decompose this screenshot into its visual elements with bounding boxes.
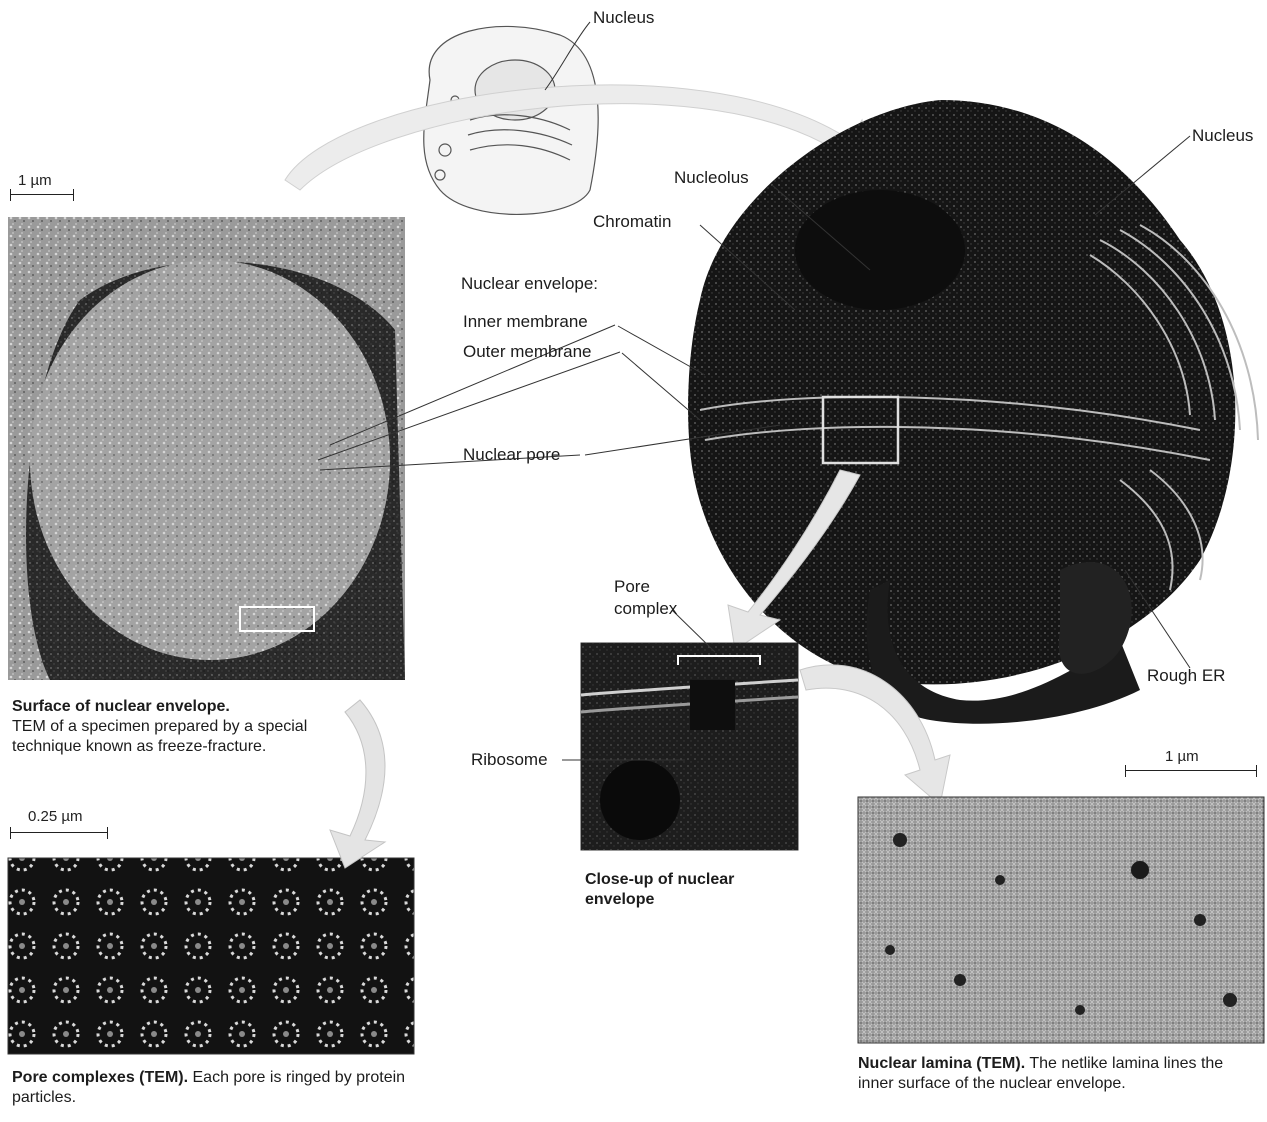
- caption-pores: Pore complexes (TEM). Each pore is ringe…: [12, 1068, 432, 1108]
- scale-bar-surface-label: 1 µm: [18, 172, 52, 189]
- arrow-surface-to-pores: [330, 700, 385, 868]
- micrograph-closeup: [581, 643, 798, 850]
- label-ribosome: Ribosome: [471, 750, 548, 770]
- micrograph-surface: [8, 217, 405, 680]
- label-inner-membrane: Inner membrane: [463, 312, 588, 332]
- nucleus-3d-model: [688, 100, 1258, 724]
- caption-lamina: Nuclear lamina (TEM). The netlike lamina…: [858, 1054, 1263, 1094]
- scale-bar-pores-label: 0.25 µm: [28, 808, 83, 825]
- caption-surface-title: Surface of nuclear envelope.: [12, 698, 230, 715]
- label-nucleolus: Nucleolus: [674, 168, 749, 188]
- caption-closeup-title: Close-up of nuclear envelope: [585, 871, 734, 908]
- arrow-to-lamina: [800, 665, 950, 805]
- label-outer-membrane: Outer membrane: [463, 342, 592, 362]
- label-chromatin: Chromatin: [593, 212, 671, 232]
- label-nuclear-envelope: Nuclear envelope:: [461, 274, 598, 294]
- micrograph-lamina: [858, 797, 1264, 1043]
- label-nucleus-top: Nucleus: [593, 8, 654, 28]
- label-pore-complex-line1: Pore: [614, 576, 677, 598]
- scale-bar-lamina-label: 1 µm: [1165, 748, 1199, 765]
- caption-surface-text: TEM of a specimen prepared by a special …: [12, 718, 307, 755]
- label-nuclear-pore: Nuclear pore: [463, 445, 560, 465]
- caption-pores-title: Pore complexes (TEM).: [12, 1069, 188, 1086]
- caption-surface: Surface of nuclear envelope. TEM of a sp…: [12, 697, 312, 757]
- caption-lamina-title: Nuclear lamina (TEM).: [858, 1055, 1025, 1072]
- label-pore-complex: Pore complex: [614, 576, 677, 620]
- caption-closeup: Close-up of nuclear envelope: [585, 870, 785, 910]
- micrograph-pores: [8, 858, 414, 1054]
- label-nucleus-right: Nucleus: [1192, 126, 1253, 146]
- label-rough-er: Rough ER: [1147, 666, 1225, 686]
- label-pore-complex-line2: complex: [614, 598, 677, 620]
